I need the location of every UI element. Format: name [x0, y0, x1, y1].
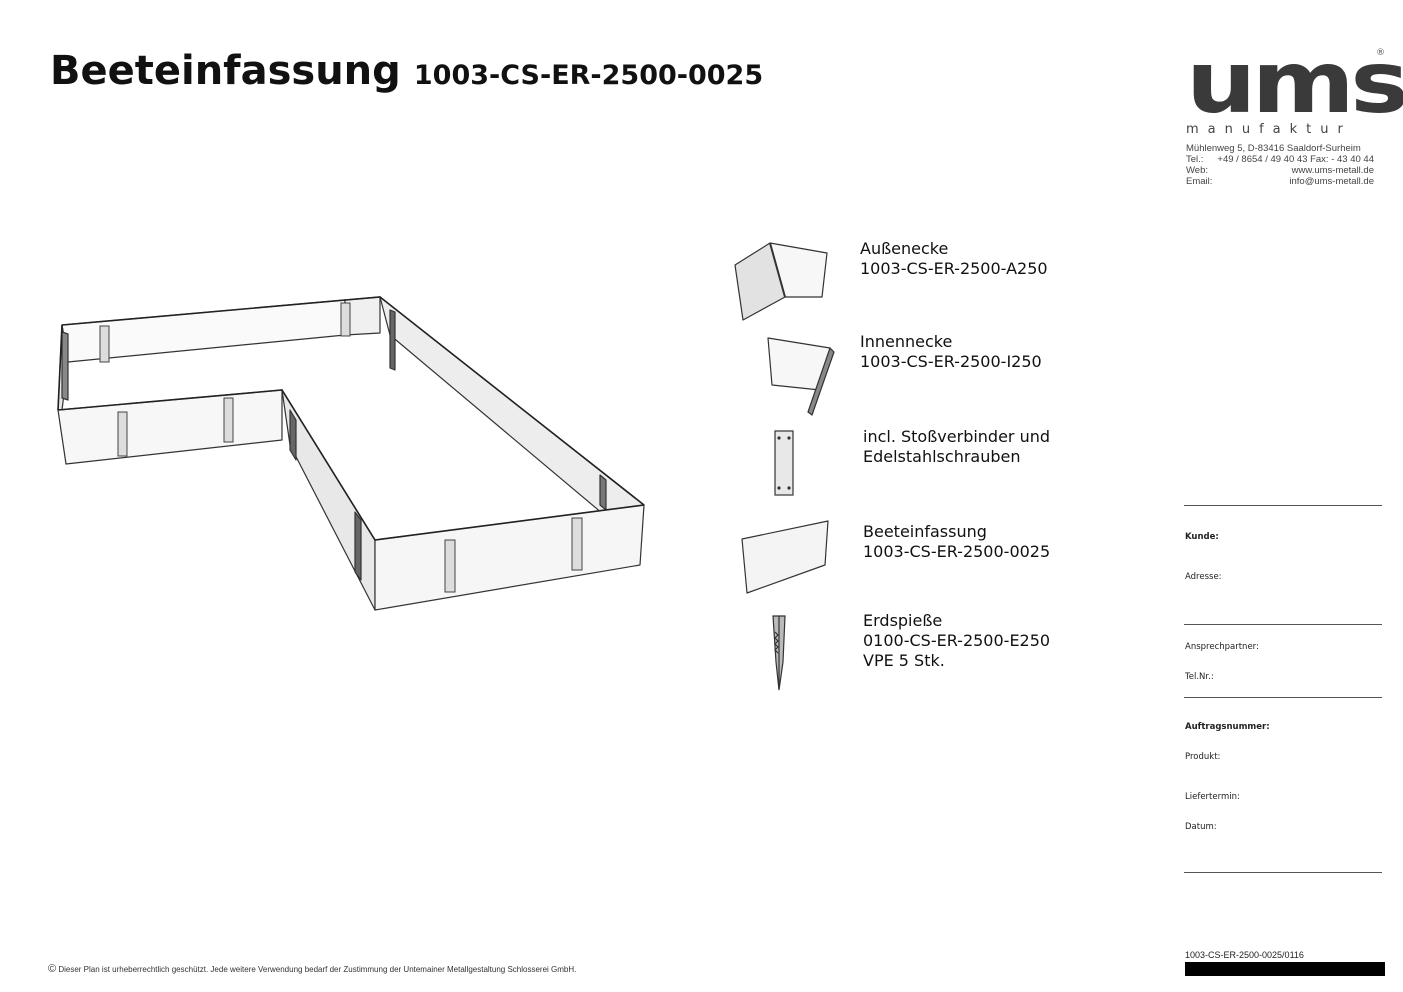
part-code: 1003-CS-ER-2500-0025 [863, 542, 1051, 561]
part-name: Erdspieße [863, 611, 943, 630]
inner-corner-icon [767, 337, 835, 416]
document-number: 1003-CS-ER-2500-0025/0116 [1185, 950, 1304, 960]
field-label-auftragsnummer: Auftragsnummer: [1185, 722, 1270, 732]
field-label-telnr: Tel.Nr.: [1185, 672, 1214, 682]
form-divider [1184, 505, 1382, 506]
edging-panel-icon [741, 520, 829, 594]
ground-spike-icon [772, 615, 786, 691]
title-main: Beeteinfassung [50, 48, 401, 94]
part-code: 1003-CS-ER-2500-I250 [860, 352, 1042, 371]
part-packaging: VPE 5 Stk. [863, 651, 945, 670]
web-label: Web: [1186, 165, 1209, 176]
part-code: 1003-CS-ER-2500-A250 [860, 259, 1048, 278]
part-name: incl. Stoßverbinder und [863, 427, 1051, 446]
field-label-kunde: Kunde: [1185, 532, 1219, 542]
company-address-block: Mühlenweg 5, D-83416 Saaldorf-Surheim Te… [1186, 143, 1374, 187]
form-divider [1184, 697, 1382, 698]
field-label-ansprechpartner: Ansprechpartner: [1185, 642, 1259, 652]
copyright-notice: © Dieser Plan ist urheberrechtlich gesch… [48, 963, 576, 975]
part-name: Außenecke [860, 239, 949, 258]
connector-plate-icon [774, 430, 794, 496]
part-label-inner-corner: Innennecke 1003-CS-ER-2500-I250 [860, 332, 1042, 372]
part-name: Innennecke [860, 332, 953, 351]
web-value: www.ums-metall.de [1291, 165, 1374, 176]
phone-label: Tel.: [1186, 154, 1204, 165]
field-label-produkt: Produkt: [1185, 752, 1221, 762]
connector-plates [99, 302, 583, 593]
field-label-datum: Datum: [1185, 822, 1217, 832]
part-name: Beeteinfassung [863, 522, 987, 541]
company-phone: Tel.: +49 / 8654 / 49 40 43 Fax: - 43 40… [1186, 154, 1374, 165]
email-value: info@ums-metall.de [1289, 176, 1374, 187]
footer-black-bar [1185, 962, 1385, 976]
part-label-ground-spike: Erdspieße 0100-CS-ER-2500-E250 VPE 5 Stk… [863, 611, 1050, 671]
company-address: Mühlenweg 5, D-83416 Saaldorf-Surheim [1186, 143, 1361, 154]
part-label-outer-corner: Außenecke 1003-CS-ER-2500-A250 [860, 239, 1048, 279]
l-shaped-bed-edging-drawing [57, 296, 645, 611]
form-divider [1184, 872, 1382, 873]
company-logo: ums ® manufaktur Mühlenweg 5, D-83416 Sa… [1186, 40, 1403, 187]
logo-subtitle: manufaktur [1186, 122, 1352, 137]
copyright-symbol: © [48, 963, 57, 975]
field-label-adresse: Adresse: [1185, 572, 1222, 582]
logo-wordmark: ums [1186, 33, 1403, 133]
part-code: Edelstahlschrauben [863, 447, 1021, 466]
email-label: Email: [1186, 176, 1213, 187]
copyright-text: Dieser Plan ist urheberrechtlich geschüt… [58, 965, 577, 974]
company-web: Web: www.ums-metall.de [1186, 165, 1374, 176]
page-title: Beeteinfassung 1003-CS-ER-2500-0025 [50, 48, 763, 94]
title-code: 1003-CS-ER-2500-0025 [413, 60, 764, 91]
part-label-edging-panel: Beeteinfassung 1003-CS-ER-2500-0025 [863, 522, 1050, 562]
company-email: Email: info@ums-metall.de [1186, 176, 1374, 187]
field-label-liefertermin: Liefertermin: [1185, 792, 1240, 802]
phone-value: +49 / 8654 / 49 40 43 Fax: - 43 40 44 [1217, 154, 1374, 165]
part-label-connector: incl. Stoßverbinder und Edelstahlschraub… [863, 427, 1050, 467]
form-divider [1184, 624, 1382, 625]
part-code: 0100-CS-ER-2500-E250 [863, 631, 1051, 650]
registered-mark: ® [1376, 48, 1385, 58]
outer-corner-icon [734, 242, 828, 321]
